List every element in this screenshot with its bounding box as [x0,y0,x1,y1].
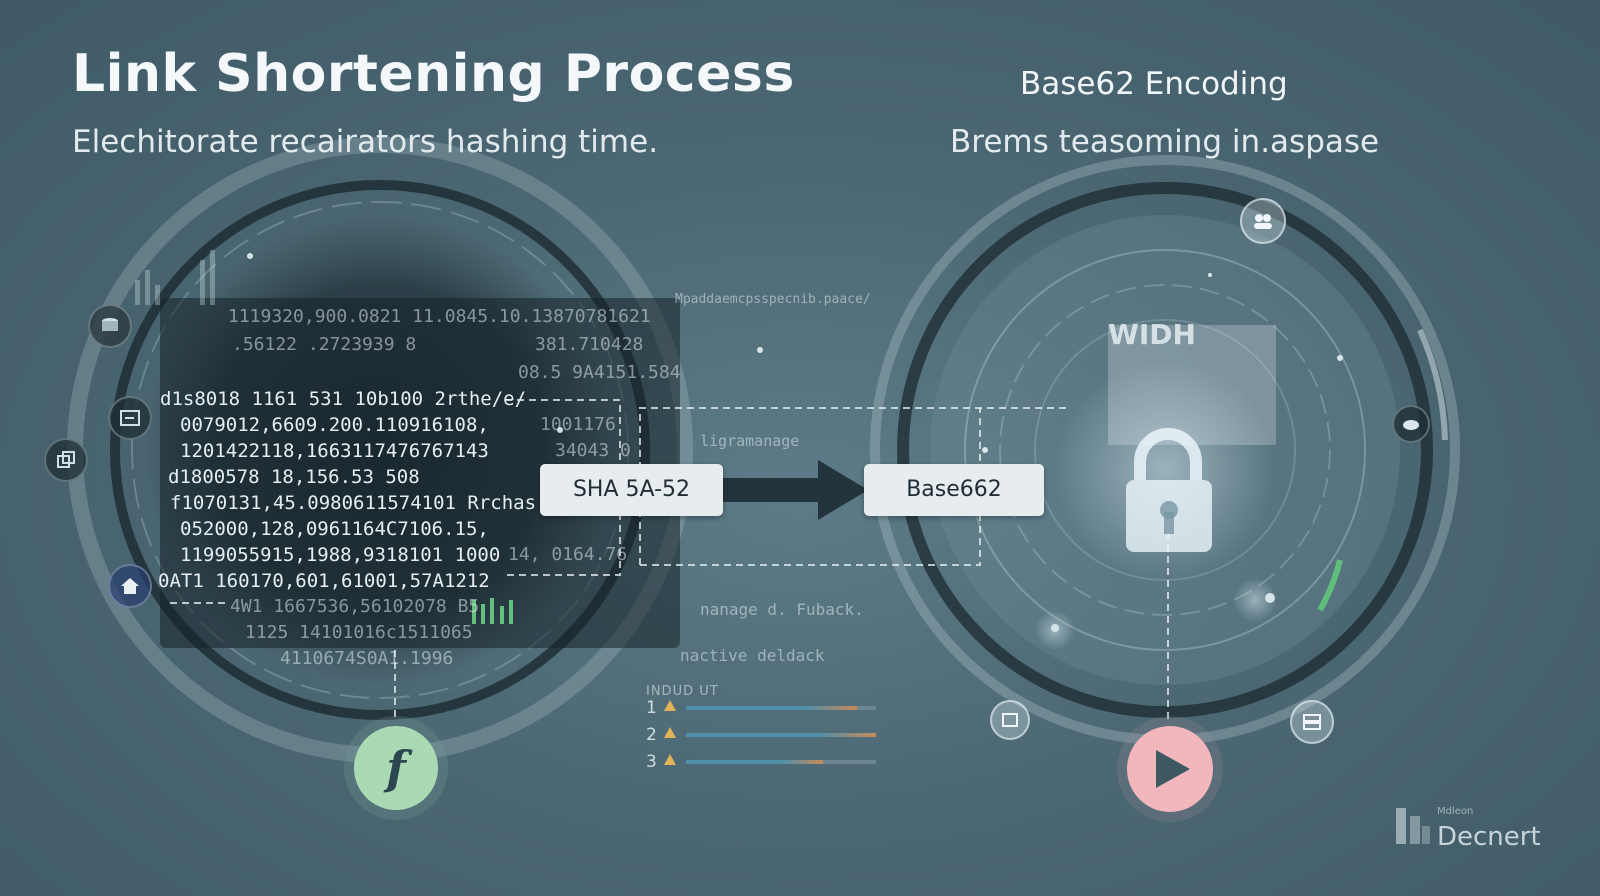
home-icon[interactable] [108,564,152,608]
input-row-bar [686,733,876,737]
document-label: WIDH [1108,318,1196,351]
hash-node[interactable]: SHA 5A-52 [540,464,723,516]
input-row-bar [686,760,823,764]
warning-icon [664,700,676,711]
hash-faint-line: 381.710428 [535,334,644,355]
hash-data-line: 0079012,6609.200.110916108, [180,414,489,436]
hash-data-line: 052000,128,0961164C7106.15, [180,518,489,540]
encoding-title: Base62 Encoding [1020,66,1288,102]
encoding-subtitle: Brems teasoming in.aspase [950,124,1380,160]
brand-logo-icon [1396,808,1430,844]
process-arrow [723,460,868,520]
brand-name: Decnert [1437,822,1541,852]
right-ring [870,155,1460,745]
hash-data-line: 4W1 1667536,56102078 B5 [230,596,480,617]
encode-node[interactable]: Base662 [864,464,1044,516]
input-row-bar [686,706,857,710]
mini-bars-green [472,598,513,624]
copy-icon[interactable] [44,438,88,482]
hash-data-fragment: 14, 0164.76 [508,544,628,565]
warning-icon [664,727,676,738]
hash-data-line: d1800578 18,156.53 508 [168,466,420,488]
hash-data-line: 4110674S0A1.1996 [280,648,454,669]
input-row-number: 3 [646,752,657,772]
users-icon[interactable] [1240,198,1286,244]
page-subtitle: Elechitorate recairators hashing time. [72,124,659,160]
bg-text-top: Mpaddaemcpsspecnib.paace/ [675,292,871,307]
hash-faint-line: 1119320,900.0821 11.0845.10.13870781621 [228,306,651,327]
hash-data-line: 1199055915,1988,9318101 1000 [180,544,501,566]
lock-icon [1108,325,1276,552]
hash-data-line: 1125 14101016c1511065 [245,622,473,643]
hash-data-line: d1s8018 1161 531 10b100 2rthe/e/ [160,388,527,410]
hash-faint-line: .56122 .2723939 8 [232,334,417,355]
play-button[interactable] [1127,726,1213,812]
input-row-number: 2 [646,725,657,745]
cloud-icon[interactable] [1392,405,1430,443]
hash-data-fragment: 1001176 [540,414,616,435]
terminal-icon[interactable] [108,396,152,440]
hash-faint-line: 08.5 9A4151.584 [518,362,681,383]
bg-text-lower-1: nanage d. Fuback. [700,600,864,619]
database-icon[interactable] [88,304,132,348]
document-icon[interactable] [990,700,1030,740]
server-icon[interactable] [1290,700,1334,744]
page-title: Link Shortening Process [72,44,795,104]
hash-data-line: f1070131,45.0980611574101 Rrchas [170,492,537,514]
bg-text-lower-2: nactive deldack [680,646,825,665]
hash-data-fragment: 34043 0 [555,440,631,461]
mini-bars-left [135,250,215,305]
warning-icon [664,754,676,765]
bg-text-mid: ligramanage [700,432,800,450]
f-action-button[interactable]: f [354,726,438,810]
brand-tagline: Mdleon [1437,806,1474,817]
f-glyph-icon: f [386,741,406,795]
hash-data-line: 1201422118,1663117476767143 [180,440,489,462]
hash-data-line: 0AT1 160170,601,61001,57A1212 [158,570,490,592]
input-list-title: INDUD UT [646,684,719,699]
play-icon [1156,750,1190,788]
input-row-number: 1 [646,698,657,718]
